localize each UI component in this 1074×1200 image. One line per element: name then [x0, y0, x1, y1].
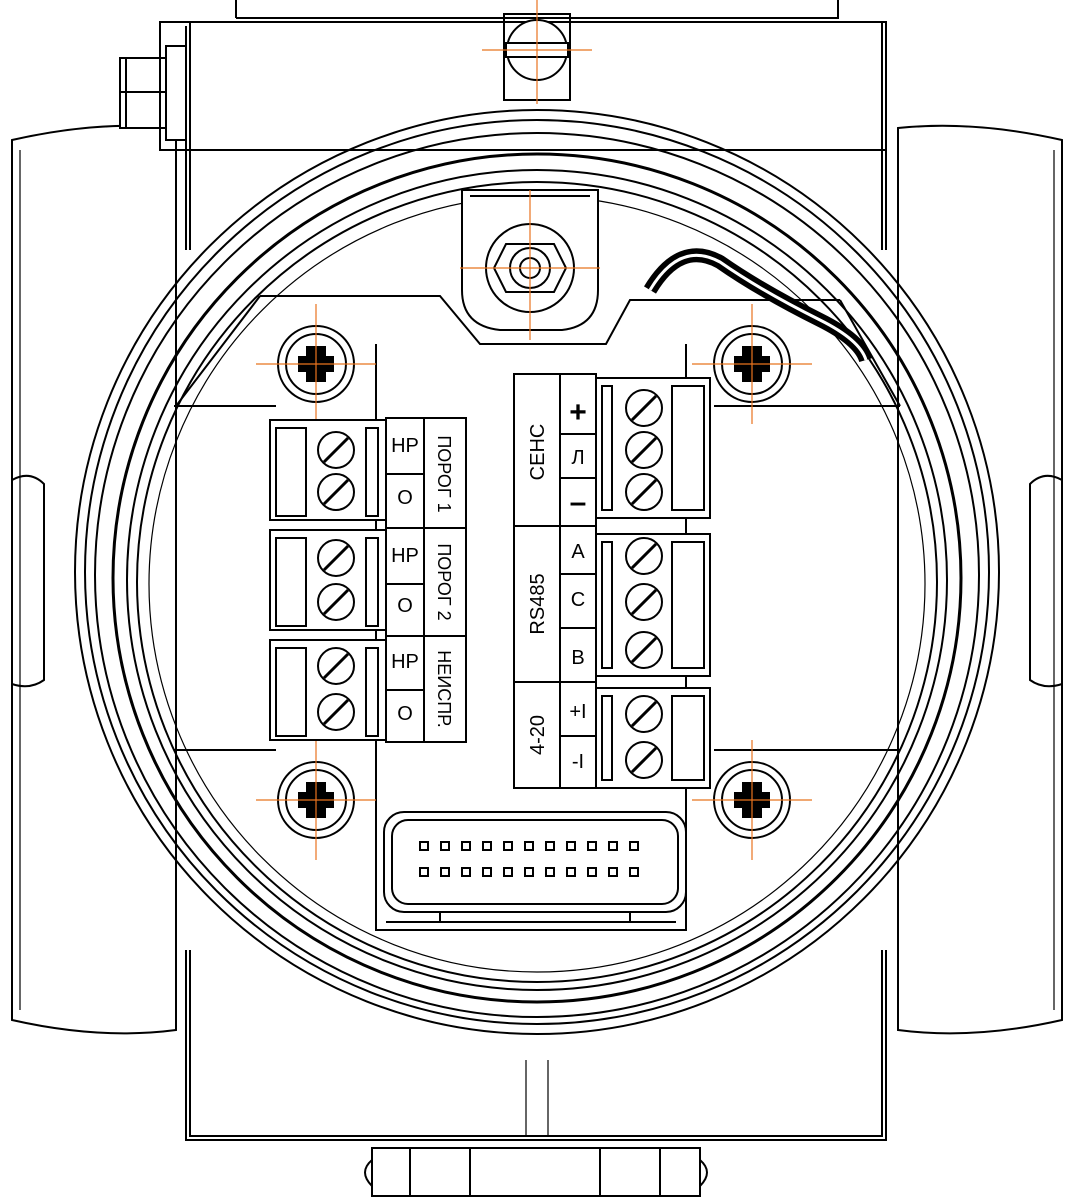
neispr-pin-no-label: НР: [391, 651, 419, 673]
left-terminal-block-porog2: [269, 529, 387, 631]
ribbon-connector: [383, 811, 687, 923]
right-labels: СЕНС + Л – RS485 A C B 4-20 +I -I: [527, 396, 587, 773]
sens-pin-minus-label: –: [570, 486, 587, 519]
loop-pin-plus-i-label: +I: [569, 701, 586, 723]
porog2-pin-o-label: О: [397, 595, 413, 617]
sens-group-label: СЕНС: [527, 424, 549, 481]
left-terminal-block-neispr: [269, 639, 387, 741]
connector-pin: [503, 867, 513, 877]
porog1-group-label: ПОРОГ 1: [434, 435, 454, 512]
porog2-pin-no-label: НР: [391, 545, 419, 567]
mount-screw-br: [692, 740, 812, 860]
mount-screw-tr: [692, 304, 812, 424]
sens-pin-l-label: Л: [571, 447, 584, 469]
right-label-strip: [513, 373, 597, 789]
connector-pin: [482, 841, 492, 851]
connector-pin: [482, 867, 492, 877]
connector-pin: [587, 841, 597, 851]
mount-screw-tl: [256, 304, 376, 424]
right-terminal-block-rs485: [595, 533, 711, 677]
connector-pin: [608, 841, 618, 851]
connector-pin: [440, 867, 450, 877]
neispr-group-label: НЕИСПР.: [434, 650, 454, 727]
connector-pin: [566, 841, 576, 851]
top-nut: [460, 189, 600, 340]
ground-screw: [119, 45, 187, 141]
rs485-pin-a-label: A: [571, 541, 585, 563]
mount-screw-bl: [256, 740, 376, 860]
left-labels: НР О ПОРОГ 1 НР О ПОРОГ 2 НР О НЕИСПР.: [391, 435, 454, 728]
right-terminal-block-sens: [595, 377, 711, 519]
sensor-cable: [643, 248, 873, 363]
loop-pin-minus-i-label: -I: [572, 751, 584, 773]
porog1-pin-o-label: О: [397, 487, 413, 509]
left-terminal-block-porog1: [269, 419, 387, 521]
sens-pin-plus-label: +: [569, 396, 587, 429]
top-screw: [482, 0, 592, 104]
loop-group-label: 4-20: [527, 715, 549, 755]
connector-pin: [461, 867, 471, 877]
rs485-group-label: RS485: [527, 573, 549, 634]
connector-pin: [524, 867, 534, 877]
connector-pin: [587, 867, 597, 877]
porog2-group-label: ПОРОГ 2: [434, 543, 454, 620]
connector-pin: [461, 841, 471, 851]
connector-pin: [629, 841, 639, 851]
connector-pin: [524, 841, 534, 851]
connector-pin: [419, 867, 429, 877]
connector-pin: [545, 867, 555, 877]
rs485-pin-c-label: C: [571, 589, 585, 611]
connector-pin: [545, 841, 555, 851]
connector-pin: [608, 867, 618, 877]
connector-pins: [419, 841, 639, 877]
connector-pin: [566, 867, 576, 877]
connector-pin: [503, 841, 513, 851]
connector-pin: [629, 867, 639, 877]
left-label-strip: [385, 417, 467, 743]
connector-pin: [440, 841, 450, 851]
right-terminal-block-loop: [595, 687, 711, 789]
rs485-pin-b-label: B: [571, 647, 584, 669]
neispr-pin-o-label: О: [397, 703, 413, 725]
porog1-pin-no-label: НР: [391, 435, 419, 457]
connector-pin: [419, 841, 429, 851]
